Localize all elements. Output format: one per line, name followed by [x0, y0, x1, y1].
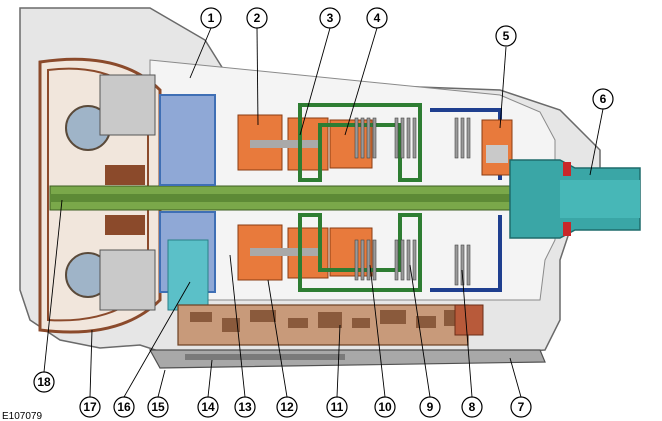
callout-14: 14 [197, 396, 219, 418]
svg-text:2: 2 [254, 11, 261, 25]
valve-body [177, 304, 484, 346]
callout-6: 6 [592, 88, 614, 110]
callout-9: 9 [419, 396, 441, 418]
callout-16: 16 [113, 396, 135, 418]
callout-10: 10 [374, 396, 396, 418]
callout-8: 8 [461, 396, 483, 418]
svg-text:7: 7 [518, 400, 525, 414]
svg-text:14: 14 [201, 400, 215, 414]
output-shaft [509, 159, 641, 239]
callout-5: 5 [495, 25, 517, 47]
svg-text:15: 15 [151, 400, 165, 414]
callout-17: 17 [79, 396, 101, 418]
callout-15: 15 [147, 396, 169, 418]
svg-text:18: 18 [37, 375, 51, 389]
svg-text:9: 9 [427, 400, 434, 414]
svg-text:16: 16 [117, 400, 131, 414]
figure-id: E107079 [2, 411, 42, 421]
clutch-packs [298, 103, 502, 292]
svg-text:5: 5 [503, 29, 510, 43]
oil-pump [159, 94, 216, 311]
input-output-shaft [49, 185, 541, 211]
callout-18: 18 [33, 371, 55, 393]
callouts: 1 2 3 4 5 6 7 8 9 10 11 12 13 14 15 16 1… [33, 7, 614, 418]
svg-text:13: 13 [238, 400, 252, 414]
callout-7: 7 [510, 396, 532, 418]
svg-text:8: 8 [469, 400, 476, 414]
callout-13: 13 [234, 396, 256, 418]
callout-11: 11 [326, 396, 348, 418]
svg-text:12: 12 [280, 400, 294, 414]
callout-1: 1 [200, 7, 222, 29]
leader-lines [43, 27, 604, 398]
callout-4: 4 [366, 7, 388, 29]
svg-text:11: 11 [331, 400, 344, 414]
svg-text:1: 1 [208, 11, 215, 25]
callout-3: 3 [319, 7, 341, 29]
svg-text:3: 3 [327, 11, 334, 25]
callout-12: 12 [276, 396, 298, 418]
svg-text:4: 4 [374, 11, 381, 25]
svg-text:17: 17 [83, 400, 97, 414]
callout-2: 2 [246, 7, 268, 29]
svg-text:10: 10 [378, 400, 392, 414]
svg-text:6: 6 [600, 92, 607, 106]
oil-pan [148, 349, 546, 369]
parking-gear [481, 119, 513, 176]
